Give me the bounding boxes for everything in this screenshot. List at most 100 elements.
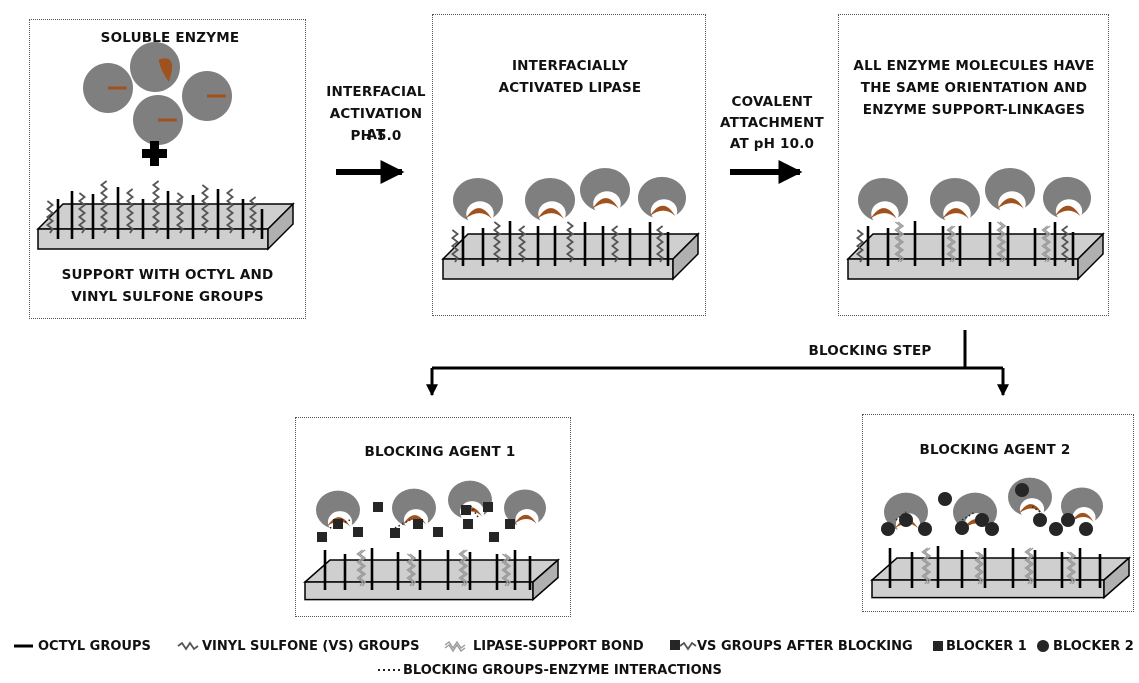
lipase-support-bond <box>501 553 509 587</box>
lipase-support-bond <box>458 549 466 587</box>
activated-title-line1: INTERFACIALLY <box>511 58 629 74</box>
blocked-1-lipase-2-active-site <box>403 515 427 525</box>
blocker-2 <box>1061 513 1075 527</box>
legend-bond-label: LIPASE-SUPPORT BOND <box>473 639 644 654</box>
vinyl-sulfone-group <box>610 225 620 263</box>
blocker-1 <box>483 502 493 512</box>
blocker-2 <box>1079 522 1093 536</box>
blocker-1 <box>433 527 443 537</box>
soluble-enzyme-2-body <box>130 42 180 92</box>
legend-interactions-label: BLOCKING GROUPS-ENZYME INTERACTIONS <box>403 663 722 678</box>
blocking-agent-2-title: BLOCKING AGENT 2 <box>919 442 1071 458</box>
lipase-support-bond <box>974 551 982 585</box>
support-4-side <box>532 558 559 602</box>
lipase-support-bond <box>460 549 469 587</box>
support-1-top <box>36 203 295 230</box>
lipase-support-bond <box>1043 225 1052 263</box>
vinyl-sulfone-group <box>248 196 258 234</box>
blocked-1-lipase-4-active-site <box>514 514 537 524</box>
legend-octyl-label: OCTYL GROUPS <box>38 639 151 654</box>
blocked-1-lipase-4-opening <box>515 509 539 531</box>
legend-blocker1-label: BLOCKER 1 <box>946 639 1027 654</box>
activated-lipase-1-active-site <box>465 208 492 219</box>
vinyl-sulfone-group <box>225 188 235 234</box>
blocked-1-lipase-1-active-site <box>327 517 351 527</box>
lipase-support-bond <box>358 549 367 587</box>
support-3-side <box>1077 232 1104 281</box>
soluble-enzyme-1-active-site <box>108 86 127 90</box>
support-2-side <box>672 232 699 281</box>
support-caption-line2: VINYL SULFONE GROUPS <box>71 289 264 305</box>
legend-bond-glyph <box>444 643 466 653</box>
lipase-support-bond <box>976 551 985 585</box>
panel-activated-lipase <box>432 14 706 316</box>
activated-title-line2: ACTIVATED LIPASE <box>498 80 642 96</box>
support-caption-line1: SUPPORT WITH OCTYL AND <box>61 267 274 283</box>
vinyl-sulfone-group <box>1060 225 1070 263</box>
lipase-support-bond <box>996 221 1004 263</box>
step1-label-line1: INTERFACIAL <box>326 84 426 100</box>
blocking-enzyme-interaction <box>394 519 411 529</box>
panel-oriented <box>838 14 1109 316</box>
soluble-enzyme-3-active-site <box>207 94 226 98</box>
blocking-enzyme-interaction <box>469 504 479 518</box>
blocker-1 <box>373 502 383 512</box>
covalent-lipase-2-opening <box>943 201 971 227</box>
activated-lipase-4-opening <box>650 199 678 224</box>
lipase-support-bond <box>998 221 1007 263</box>
support-1-side <box>267 202 294 251</box>
legend-blocker2-glyph <box>1037 640 1049 652</box>
blocker-1 <box>317 532 327 542</box>
support-5-side <box>1103 556 1130 600</box>
covalent-lipase-4-active-site <box>1055 205 1081 216</box>
vinyl-sulfone-group <box>200 184 210 234</box>
blocker-1 <box>390 528 400 538</box>
lipase-support-bond <box>946 225 954 263</box>
soluble-enzyme-4-active-site <box>158 118 177 122</box>
vinyl-sulfone-group <box>492 221 502 263</box>
blocker-2 <box>881 522 895 536</box>
blocker-1 <box>461 505 471 515</box>
covalent-lipase-1-active-site <box>870 208 897 219</box>
blocker-2 <box>1049 522 1063 536</box>
activated-lipase-3-opening <box>593 191 621 217</box>
vinyl-sulfone-group <box>77 192 87 234</box>
soluble-enzyme-title: SOLUBLE ENZYME <box>100 30 240 46</box>
lipase-support-bond <box>1068 551 1077 585</box>
lipase-support-bond <box>406 553 414 587</box>
covalent-lipase-3-opening <box>998 191 1026 217</box>
lipase-support-bond <box>1026 547 1035 585</box>
covalent-lipase-2-active-site <box>942 208 969 219</box>
oriented-title-line3: ENZYME SUPPORT-LINKAGES <box>862 102 1086 118</box>
blocker-2 <box>938 492 952 506</box>
step2-label-line2: ATTACHMENT <box>720 115 824 131</box>
legend-vs-glyph <box>177 641 199 651</box>
lipase-support-bond <box>894 221 902 263</box>
lipase-support-bond <box>1041 225 1049 263</box>
plus-icon-h <box>142 149 167 158</box>
blocker-1 <box>413 519 423 529</box>
lipase-support-bond <box>356 549 364 587</box>
support-5-top <box>870 557 1131 581</box>
panel-blocking-agent-2 <box>862 414 1134 612</box>
blocked-1-lipase-3-active-site <box>459 507 483 517</box>
lipase-support-bond <box>896 221 905 263</box>
activated-lipase-2-opening <box>538 201 566 227</box>
vinyl-sulfone-group <box>99 180 109 234</box>
lipase-support-bond <box>921 547 929 585</box>
covalent-lipase-1-opening <box>871 201 899 227</box>
vinyl-sulfone-group <box>125 188 135 234</box>
activated-lipase-4-active-site <box>650 205 676 216</box>
panel-blocking-agent-1 <box>295 417 571 617</box>
blocked-2-lipase-4-opening <box>1072 507 1096 529</box>
blocker-2 <box>975 513 989 527</box>
vinyl-sulfone-group <box>655 225 665 263</box>
blocking-agent-1-title: BLOCKING AGENT 1 <box>364 444 516 460</box>
lipase-support-bond <box>948 225 957 263</box>
legend-bond-glyph <box>444 640 466 650</box>
vinyl-sulfone-group <box>855 229 865 263</box>
legend-blocker1-glyph <box>933 641 943 651</box>
blocking-step-label: BLOCKING STEP <box>808 343 932 359</box>
vinyl-sulfone-group <box>565 221 575 263</box>
